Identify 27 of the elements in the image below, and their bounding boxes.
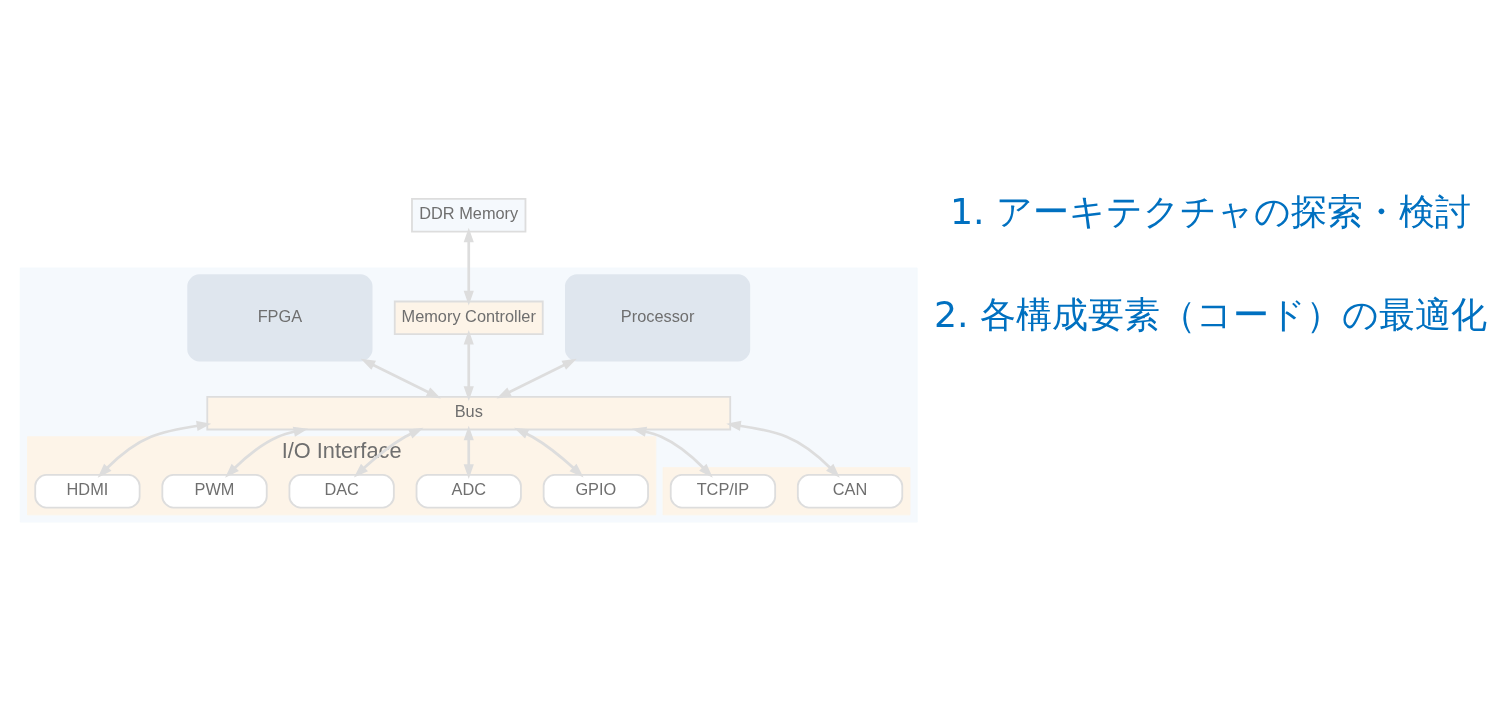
arrow [463,330,474,401]
node-box: TCP/IP [669,473,777,509]
arrow [225,426,309,478]
label: 2. 各構成要素（コード）の最適化 [933,292,1488,336]
node-box: PWM [161,473,268,509]
arrow [463,425,474,479]
node-box: Memory Controller [393,300,544,336]
label: 1. アーキテクチャの探索・検討 [949,190,1472,234]
node-box: FPGA [187,274,373,362]
arrow [360,358,441,399]
arrow [353,427,424,478]
arrow [463,227,474,306]
node-box: Bus [206,395,732,431]
cluster [662,467,911,516]
node-box: GPIO [542,473,649,509]
node-box: DAC [288,473,395,509]
node-box: CAN [796,473,904,509]
node-box: DDR Memory [411,198,527,233]
arrow [514,427,584,478]
node-box: ADC [415,473,522,509]
node-box: HDMI [34,473,141,509]
cluster [19,267,918,523]
arrow [496,358,577,399]
arrow [631,426,713,478]
arrow [726,420,840,478]
arrow [97,420,212,478]
node-box: Processor [564,274,751,362]
